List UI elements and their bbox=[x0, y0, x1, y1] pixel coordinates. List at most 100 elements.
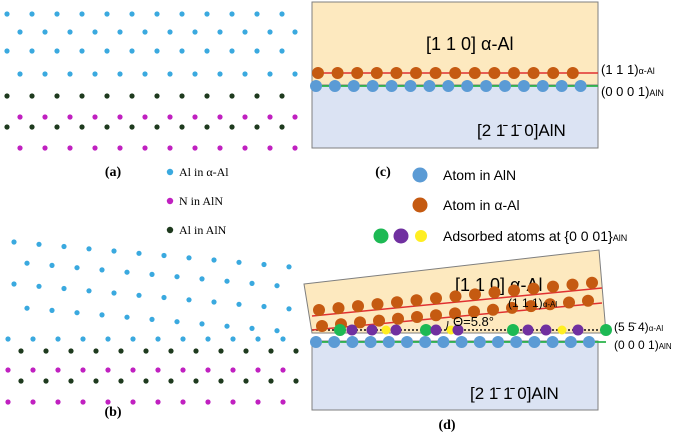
atom-al-alpha bbox=[4, 11, 10, 17]
atom-al-alpha bbox=[117, 71, 123, 77]
atom-row-adsorbed-d bbox=[334, 324, 612, 336]
atom-alpha-al bbox=[316, 320, 328, 332]
atom-adsorbed-green bbox=[334, 324, 346, 336]
atom-n-aln bbox=[80, 367, 86, 373]
atom-al-alpha bbox=[79, 48, 85, 54]
atom-aln bbox=[401, 336, 413, 348]
atom-n-aln bbox=[280, 399, 286, 405]
atom-al-alpha bbox=[24, 305, 30, 311]
atom-al-alpha bbox=[274, 328, 280, 334]
atom-al-alpha bbox=[74, 310, 80, 316]
atom-alpha-al bbox=[430, 309, 442, 322]
atom-al-alpha bbox=[36, 283, 42, 289]
atom-n-aln bbox=[217, 145, 223, 151]
atom-al-alpha bbox=[192, 29, 198, 35]
atom-n-aln bbox=[292, 114, 298, 120]
atom-al-alpha bbox=[124, 269, 130, 275]
atom-row-alpha-c bbox=[312, 67, 579, 79]
atom-al-aln bbox=[154, 124, 160, 130]
atom-n-aln bbox=[5, 367, 11, 373]
schematic-panel-d: [1 1 0] α-Al [2 1̄ 1̄ 0]AlN Θ=5.8° (1 1 … bbox=[303, 249, 672, 411]
atom-alpha-al bbox=[527, 67, 540, 79]
atom-al-alpha bbox=[267, 71, 273, 77]
atom-al-alpha bbox=[204, 48, 210, 54]
atom-n-aln bbox=[217, 114, 223, 120]
aln-region-c bbox=[311, 84, 599, 149]
atom-al-alpha bbox=[199, 321, 205, 327]
atom-aln bbox=[404, 80, 417, 92]
atom-n-aln bbox=[292, 145, 298, 151]
atom-al-alpha bbox=[261, 303, 267, 310]
atom-aln bbox=[310, 80, 322, 92]
atom-n-aln bbox=[155, 399, 161, 405]
lattice-panel-a bbox=[4, 11, 298, 151]
atom-n-aln bbox=[55, 367, 61, 373]
atom-alpha-al bbox=[354, 316, 366, 329]
atom-al-alpha bbox=[249, 325, 255, 331]
atom-n-aln bbox=[167, 145, 173, 151]
atom-al-alpha bbox=[129, 48, 135, 54]
panel-label-b: (b) bbox=[104, 405, 121, 420]
atom-al-aln bbox=[218, 378, 224, 384]
atom-row-aln-d bbox=[310, 336, 595, 348]
atom-al-alpha bbox=[61, 243, 67, 250]
atom-n-aln bbox=[180, 399, 186, 405]
atom-al-alpha bbox=[149, 271, 155, 277]
atom-al-alpha bbox=[255, 336, 261, 342]
atom-al-alpha bbox=[154, 11, 160, 17]
atom-n-aln bbox=[192, 145, 198, 151]
atom-alpha-al bbox=[582, 294, 594, 307]
atom-n-aln bbox=[80, 399, 86, 405]
legend-lattice: Al in α-Al N in AlN Al in AlN bbox=[166, 165, 229, 237]
atom-al-alpha bbox=[161, 294, 167, 301]
atom-aln bbox=[510, 336, 523, 348]
atom-al-aln bbox=[168, 378, 174, 384]
atom-al-aln bbox=[43, 378, 49, 384]
atom-alpha-al bbox=[506, 301, 518, 314]
atom-alpha-al bbox=[527, 282, 540, 295]
atom-al-alpha bbox=[80, 336, 86, 342]
atom-al-alpha bbox=[279, 48, 285, 54]
atom-alpha-al bbox=[331, 67, 344, 79]
atom-al-aln bbox=[229, 124, 235, 130]
atom-al-alpha bbox=[86, 246, 92, 252]
atom-n-aln bbox=[130, 367, 136, 373]
atom-al-alpha bbox=[24, 260, 30, 266]
atom-al-alpha bbox=[230, 336, 236, 342]
atom-al-aln bbox=[43, 348, 49, 354]
atom-aln bbox=[419, 336, 432, 348]
legend-n-aln: N in AlN bbox=[179, 194, 223, 208]
legend-dot-al-aln bbox=[166, 226, 174, 234]
atom-al-alpha bbox=[236, 301, 242, 307]
atom-aln bbox=[517, 80, 530, 92]
atom-al-alpha bbox=[30, 336, 36, 342]
atom-al-alpha bbox=[99, 267, 105, 273]
atom-n-aln bbox=[30, 367, 36, 373]
atom-n-aln bbox=[192, 114, 198, 120]
legend-atom-alpha-dot bbox=[412, 197, 428, 213]
atom-al-alpha bbox=[29, 11, 35, 17]
plane-alpha-label-d: (1 1 1)α-Al bbox=[508, 296, 557, 310]
atom-al-alpha bbox=[254, 48, 260, 54]
aln-direction-d: [2 1̄ 1̄ 0]AlN bbox=[470, 384, 559, 403]
atom-alpha-al bbox=[411, 311, 423, 323]
atom-al-alpha bbox=[224, 323, 230, 329]
legend-al-alpha: Al in α-Al bbox=[179, 165, 229, 179]
atom-al-aln bbox=[93, 348, 99, 354]
legend-dot-al-alpha bbox=[166, 168, 174, 176]
atom-al-alpha bbox=[99, 312, 105, 318]
atom-al-alpha bbox=[274, 283, 280, 289]
atom-n-aln bbox=[17, 114, 23, 120]
atom-al-alpha bbox=[142, 29, 148, 35]
atom-al-alpha bbox=[92, 29, 98, 35]
atom-aln bbox=[473, 336, 486, 348]
atom-al-alpha bbox=[174, 319, 180, 325]
atom-aln bbox=[382, 336, 395, 348]
atom-alpha-al bbox=[508, 284, 520, 297]
atom-adsorbed-purple bbox=[430, 324, 442, 336]
legend-schematic: Atom in AlN Atom in α-Al Adsorbed atoms … bbox=[373, 167, 627, 244]
atom-aln bbox=[528, 336, 541, 348]
atom-al-alpha bbox=[111, 248, 117, 254]
panel-label-c: (c) bbox=[375, 165, 391, 180]
plane-554-label-d: (5 5̄ 4)α-Al bbox=[614, 320, 663, 334]
